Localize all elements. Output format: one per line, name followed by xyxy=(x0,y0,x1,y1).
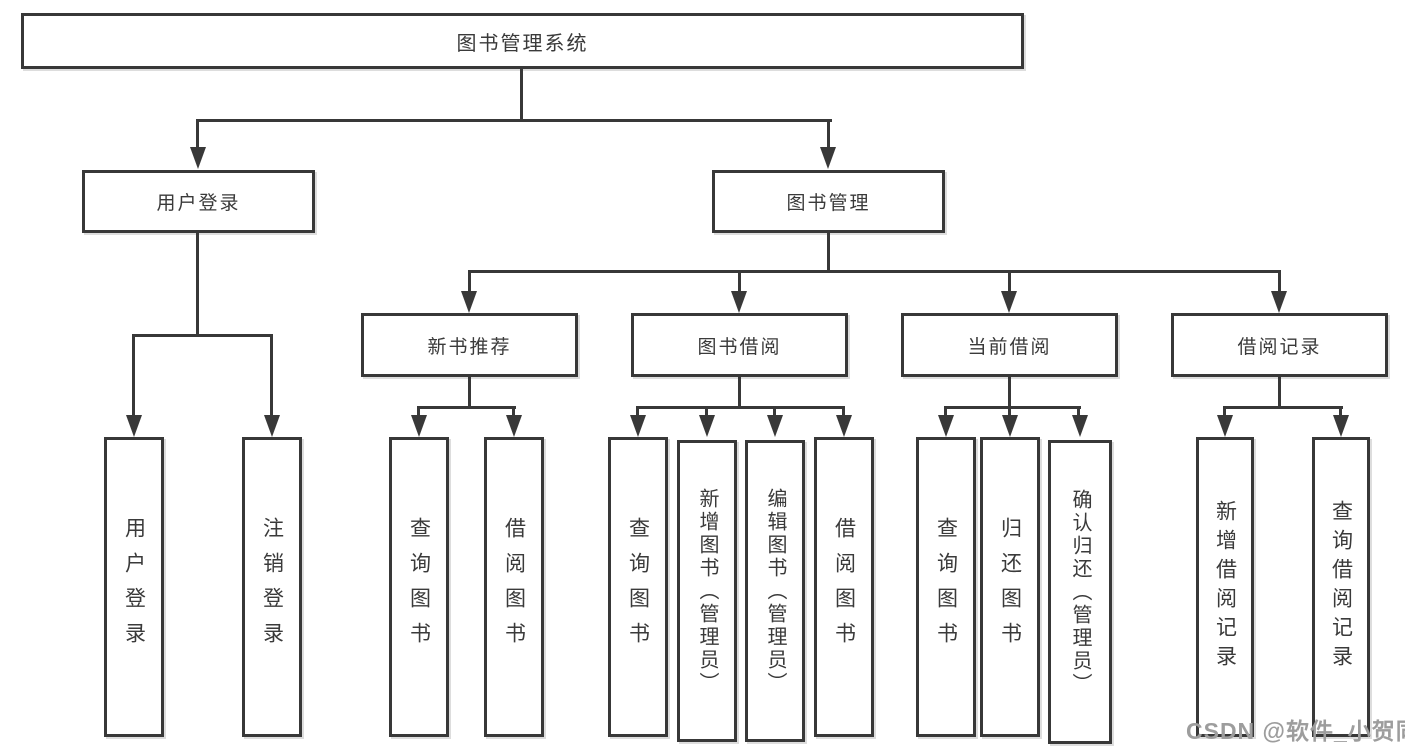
connector-arrowhead xyxy=(506,415,522,437)
connector-group-bar xyxy=(944,406,1081,409)
node-label: 图书管理 xyxy=(786,193,871,214)
connector-group-stem xyxy=(1008,377,1011,409)
connector-to-leaf xyxy=(1223,406,1226,418)
connector-arrowhead xyxy=(731,291,747,313)
connector-arrowhead xyxy=(1333,415,1349,437)
leaf-label: 借阅图书 xyxy=(832,517,856,657)
connector-level1-bar xyxy=(196,119,832,122)
connector-arrowhead xyxy=(411,415,427,437)
connector-arrowhead xyxy=(1072,415,1088,437)
connector-group-bar xyxy=(417,406,516,409)
leaf-borrow-books-borrowing: 借阅图书 xyxy=(814,437,874,737)
connector-user-login-stem xyxy=(196,233,199,336)
leaf-add-books-admin: 新增图书（管理员） xyxy=(677,440,737,742)
node-user-login: 用户登录 xyxy=(82,170,315,233)
connector-arrowhead xyxy=(1271,291,1287,313)
connector-to-group xyxy=(468,270,471,294)
node-label: 借阅记录 xyxy=(1237,336,1322,358)
connector-to-leaf xyxy=(1008,406,1011,418)
watermark: CSDN @软件_小贺同学 xyxy=(1186,718,1405,744)
leaf-confirm-return-admin: 确认归还（管理员） xyxy=(1048,440,1112,744)
connector-to-leaf xyxy=(944,406,947,418)
connector-arrowhead xyxy=(836,415,852,437)
leaf-label: 查询借阅记录 xyxy=(1329,500,1353,674)
node-current-borrowing: 当前借阅 xyxy=(901,313,1118,377)
connector-to-leaf xyxy=(842,406,845,418)
node-book-management: 图书管理 xyxy=(712,170,945,233)
connector-group-bar xyxy=(1223,406,1343,409)
connector-root-stem xyxy=(520,66,523,121)
leaf-label: 注销登录 xyxy=(260,517,284,657)
connector-arrowhead xyxy=(767,415,783,437)
connector-to-leaf xyxy=(417,406,420,418)
node-label: 用户登录 xyxy=(156,193,241,214)
leaf-query-borrow-record: 查询借阅记录 xyxy=(1312,437,1370,737)
connector-group-bar xyxy=(636,406,845,409)
connector-arrowhead xyxy=(820,147,836,169)
leaf-label: 归还图书 xyxy=(998,517,1022,657)
connector-arrowhead xyxy=(461,291,477,313)
connector-to-leaf xyxy=(132,334,135,416)
connector-to-leaf xyxy=(1077,406,1080,418)
node-label: 图书管理系统 xyxy=(456,32,589,55)
node-label: 新书推荐 xyxy=(427,336,512,358)
node-borrowing-records: 借阅记录 xyxy=(1171,313,1388,377)
node-library-system: 图书管理系统 xyxy=(21,13,1024,69)
connector-arrowhead xyxy=(126,415,142,437)
leaf-label: 查询图书 xyxy=(934,517,958,657)
leaf-label: 用户登录 xyxy=(122,517,146,657)
connector-to-group xyxy=(1008,270,1011,294)
connector-to-leaf xyxy=(1339,406,1342,418)
connector-to-group xyxy=(738,270,741,294)
connector-arrowhead xyxy=(1001,291,1017,313)
connector-arrowhead xyxy=(190,147,206,169)
leaf-query-books-borrowing: 查询图书 xyxy=(608,437,668,737)
connector-to-user-login xyxy=(196,119,199,151)
connector-level2-bar xyxy=(468,270,1281,273)
connector-to-leaf xyxy=(270,334,273,416)
connector-arrowhead xyxy=(630,415,646,437)
leaf-label: 确认归还（管理员） xyxy=(1069,488,1091,696)
connector-arrowhead xyxy=(938,415,954,437)
connector-arrowhead xyxy=(264,415,280,437)
node-book-borrowing: 图书借阅 xyxy=(631,313,848,377)
connector-to-leaf xyxy=(636,406,639,418)
connector-user-login-bar xyxy=(132,334,273,337)
leaf-query-books-recommend: 查询图书 xyxy=(389,437,449,737)
leaf-label: 查询图书 xyxy=(626,517,650,657)
connector-arrowhead xyxy=(1217,415,1233,437)
leaf-return-books: 归还图书 xyxy=(980,437,1040,737)
leaf-label: 查询图书 xyxy=(407,517,431,657)
connector-to-book-management xyxy=(827,119,830,151)
connector-arrowhead xyxy=(699,415,715,437)
connector-to-leaf xyxy=(705,406,708,418)
connector-group-stem xyxy=(1278,377,1281,409)
connector-to-group xyxy=(1278,270,1281,294)
connector-group-stem xyxy=(738,377,741,409)
leaf-user-login: 用户登录 xyxy=(104,437,164,737)
connector-arrowhead xyxy=(1002,415,1018,437)
connector-group-stem xyxy=(468,377,471,409)
leaf-label: 借阅图书 xyxy=(502,517,526,657)
leaf-query-books-current: 查询图书 xyxy=(916,437,976,737)
leaf-label: 新增借阅记录 xyxy=(1213,500,1237,674)
leaf-label: 新增图书（管理员） xyxy=(696,487,718,695)
leaf-logout: 注销登录 xyxy=(242,437,302,737)
leaf-edit-books-admin: 编辑图书（管理员） xyxy=(745,440,805,742)
leaf-add-borrow-record: 新增借阅记录 xyxy=(1196,437,1254,737)
leaf-label: 编辑图书（管理员） xyxy=(764,487,786,695)
connector-to-leaf xyxy=(773,406,776,418)
leaf-borrow-books-recommend: 借阅图书 xyxy=(484,437,544,737)
connector-book-management-stem xyxy=(827,233,830,273)
node-label: 图书借阅 xyxy=(697,336,782,358)
node-label: 当前借阅 xyxy=(967,336,1052,358)
node-new-book-recommendation: 新书推荐 xyxy=(361,313,578,377)
connector-to-leaf xyxy=(512,406,515,418)
